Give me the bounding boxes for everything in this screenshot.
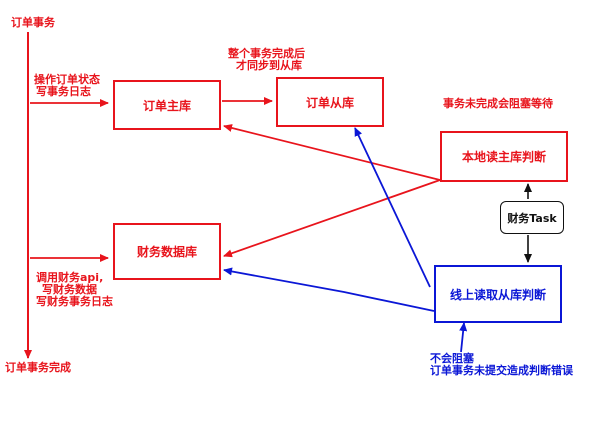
- no-block-note-line1: 不会阻塞: [430, 352, 474, 365]
- order-slave-node: 订单从库: [276, 77, 384, 127]
- diagram-title: 订单事务: [11, 16, 55, 29]
- no-block-note-line2: 订单事务未提交造成判断错误: [430, 364, 573, 377]
- arrow-local-read-to-finance-db: [223, 179, 441, 258]
- sync-note-line2: 才同步到从库: [236, 59, 302, 72]
- op-note-line1: 操作订单状态: [34, 73, 100, 86]
- order-master-label: 订单主库: [142, 98, 191, 113]
- arrow-online-read-to-finance-db: [223, 267, 435, 312]
- end-label: 订单事务完成: [5, 361, 71, 374]
- finance-task-node: 财务Task: [500, 201, 564, 234]
- order-master-node: 订单主库: [113, 80, 221, 130]
- arrow-online-read-to-slave: [354, 127, 431, 288]
- arrow-note-to-online-read: [459, 322, 468, 353]
- block-wait-note: 事务未完成会阻塞等待: [443, 97, 553, 110]
- arrow-local-read-to-master: [223, 124, 441, 181]
- fin-note-line2: 写财务数据: [42, 283, 97, 296]
- local-read-label: 本地读主库判断: [461, 150, 546, 164]
- fin-note-line3: 写财务事务日志: [36, 295, 113, 308]
- online-read-node: 线上读取从库判断: [434, 265, 562, 323]
- finance-db-label: 财务数据库: [136, 245, 197, 259]
- sync-note-line1: 整个事务完成后: [228, 47, 305, 60]
- order-slave-label: 订单从库: [305, 95, 354, 110]
- finance-db-node: 财务数据库: [113, 223, 221, 280]
- op-note-line2: 写事务日志: [36, 85, 91, 98]
- online-read-label: 线上读取从库判断: [449, 287, 546, 302]
- fin-note-line1: 调用财务api,: [36, 271, 104, 284]
- finance-task-label: 财务Task: [507, 211, 557, 225]
- local-read-node: 本地读主库判断: [440, 131, 568, 182]
